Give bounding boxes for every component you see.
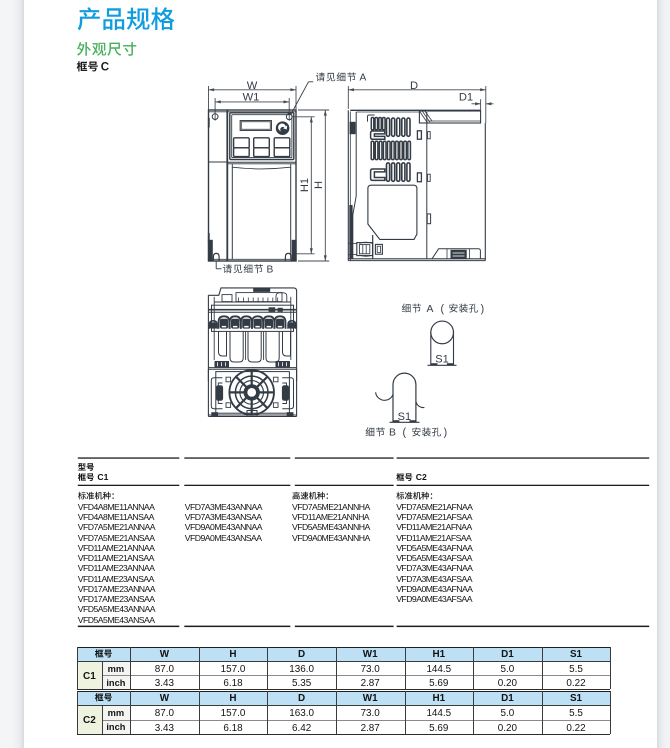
svg-text:C: C	[101, 62, 109, 74]
svg-text:H1: H1	[299, 178, 311, 192]
svg-text:A: A	[427, 304, 434, 315]
svg-text:(: (	[403, 427, 407, 439]
svg-text:H: H	[313, 181, 325, 189]
svg-text:C2: C2	[416, 472, 427, 482]
svg-text:S1: S1	[435, 354, 448, 366]
svg-text:W1: W1	[243, 92, 260, 104]
svg-text:A: A	[360, 73, 367, 84]
svg-text:W: W	[247, 80, 258, 92]
svg-text:B: B	[389, 428, 396, 439]
svg-text:D1: D1	[459, 91, 473, 103]
svg-text:): )	[444, 427, 448, 439]
svg-text:C1: C1	[97, 472, 108, 482]
svg-text:(: (	[441, 303, 445, 315]
svg-text:): )	[481, 303, 485, 315]
svg-text:B: B	[267, 264, 274, 275]
svg-text:D: D	[410, 80, 418, 92]
svg-text:S1: S1	[398, 411, 411, 423]
